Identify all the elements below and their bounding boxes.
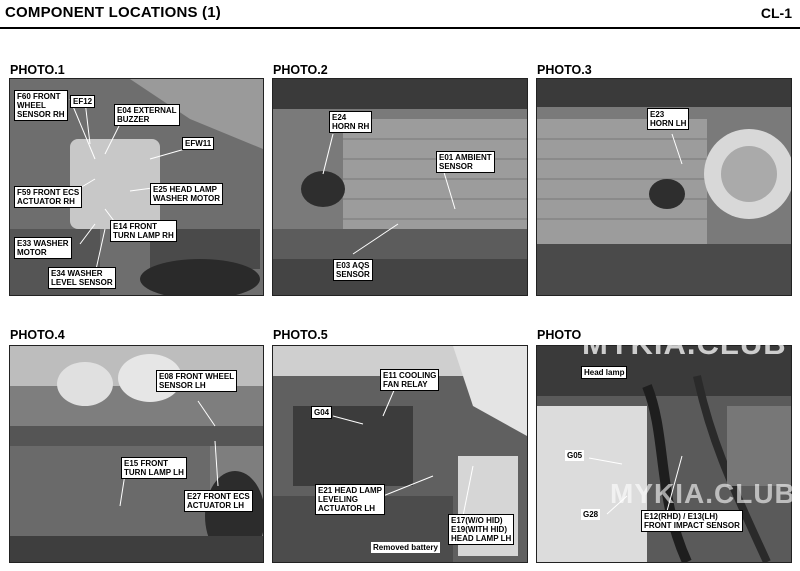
callout-e21: E21 HEAD LAMP LEVELING ACTUATOR LH xyxy=(315,484,386,515)
photo-4: E08 FRONT WHEEL SENSOR LH E15 FRONT TURN… xyxy=(9,345,264,563)
callout-e12-e13: E12(RHD) / E13(LH) FRONT IMPACT SENSOR xyxy=(641,510,743,532)
photo-5-label: PHOTO.5 xyxy=(273,328,328,342)
callout-e14: E14 FRONT TURN LAMP RH xyxy=(110,220,177,242)
callout-e04: E04 EXTERNAL BUZZER xyxy=(114,104,180,126)
photo-3: E23 HORN LH xyxy=(536,78,792,296)
callout-e24: E24 HORN RH xyxy=(329,111,373,133)
photo-2-label: PHOTO.2 xyxy=(273,63,328,77)
photo-1: F60 FRONT WHEEL SENSOR RH EF12 E04 EXTER… xyxy=(9,78,264,296)
callout-e03: E03 AQS SENSOR xyxy=(333,259,373,281)
callout-g05: G05 xyxy=(565,450,585,461)
callout-e25: E25 HEAD LAMP WASHER MOTOR xyxy=(150,183,223,205)
watermark-bottom: MYKIA.CLUB xyxy=(610,478,796,509)
callout-e08: E08 FRONT WHEEL SENSOR LH xyxy=(156,370,238,392)
callout-g04: G04 xyxy=(311,406,333,419)
callout-e17-e19: E17(W/O HID) E19(WITH HID) HEAD LAMP LH xyxy=(448,514,515,545)
page-title: COMPONENT LOCATIONS (1) xyxy=(5,4,221,21)
callout-e15: E15 FRONT TURN LAMP LH xyxy=(121,457,187,479)
photo-2-image xyxy=(273,79,527,295)
photo-1-label: PHOTO.1 xyxy=(10,63,65,77)
photo-4-label: PHOTO.4 xyxy=(10,328,65,342)
callout-ef12: EF12 xyxy=(70,95,96,108)
page-code: CL-1 xyxy=(760,5,792,21)
page-header: COMPONENT LOCATIONS (1) CL-1 xyxy=(0,0,800,29)
callout-removed-battery: Removed battery xyxy=(371,542,440,553)
callout-e01: E01 AMBIENT SENSOR xyxy=(436,151,495,173)
callout-e34: E34 WASHER LEVEL SENSOR xyxy=(48,267,116,289)
callout-e11: E11 COOLING FAN RELAY xyxy=(380,369,440,391)
photo-3-label: PHOTO.3 xyxy=(537,63,592,77)
callout-head-lamp: Head lamp xyxy=(581,366,628,379)
callout-e23: E23 HORN LH xyxy=(647,108,690,130)
watermark-top: MYKIA.CLUB xyxy=(582,326,787,361)
callout-f60: F60 FRONT WHEEL SENSOR RH xyxy=(14,90,68,121)
callout-f59: F59 FRONT ECS ACTUATOR RH xyxy=(14,186,83,208)
callout-g28: G28 xyxy=(581,509,601,520)
callout-e33: E33 WASHER MOTOR xyxy=(14,237,72,259)
photo-6: Head lamp G05 G28 E12(RHD) / E13(LH) FRO… xyxy=(536,345,792,563)
callout-e27: E27 FRONT ECS ACTUATOR LH xyxy=(184,490,253,512)
photo-6-label: PHOTO xyxy=(537,328,582,342)
callout-efw11: EFW11 xyxy=(182,137,215,150)
photo-5: E11 COOLING FAN RELAY G04 E21 HEAD LAMP … xyxy=(272,345,528,563)
photo-2: E24 HORN RH E01 AMBIENT SENSOR E03 AQS S… xyxy=(272,78,528,296)
